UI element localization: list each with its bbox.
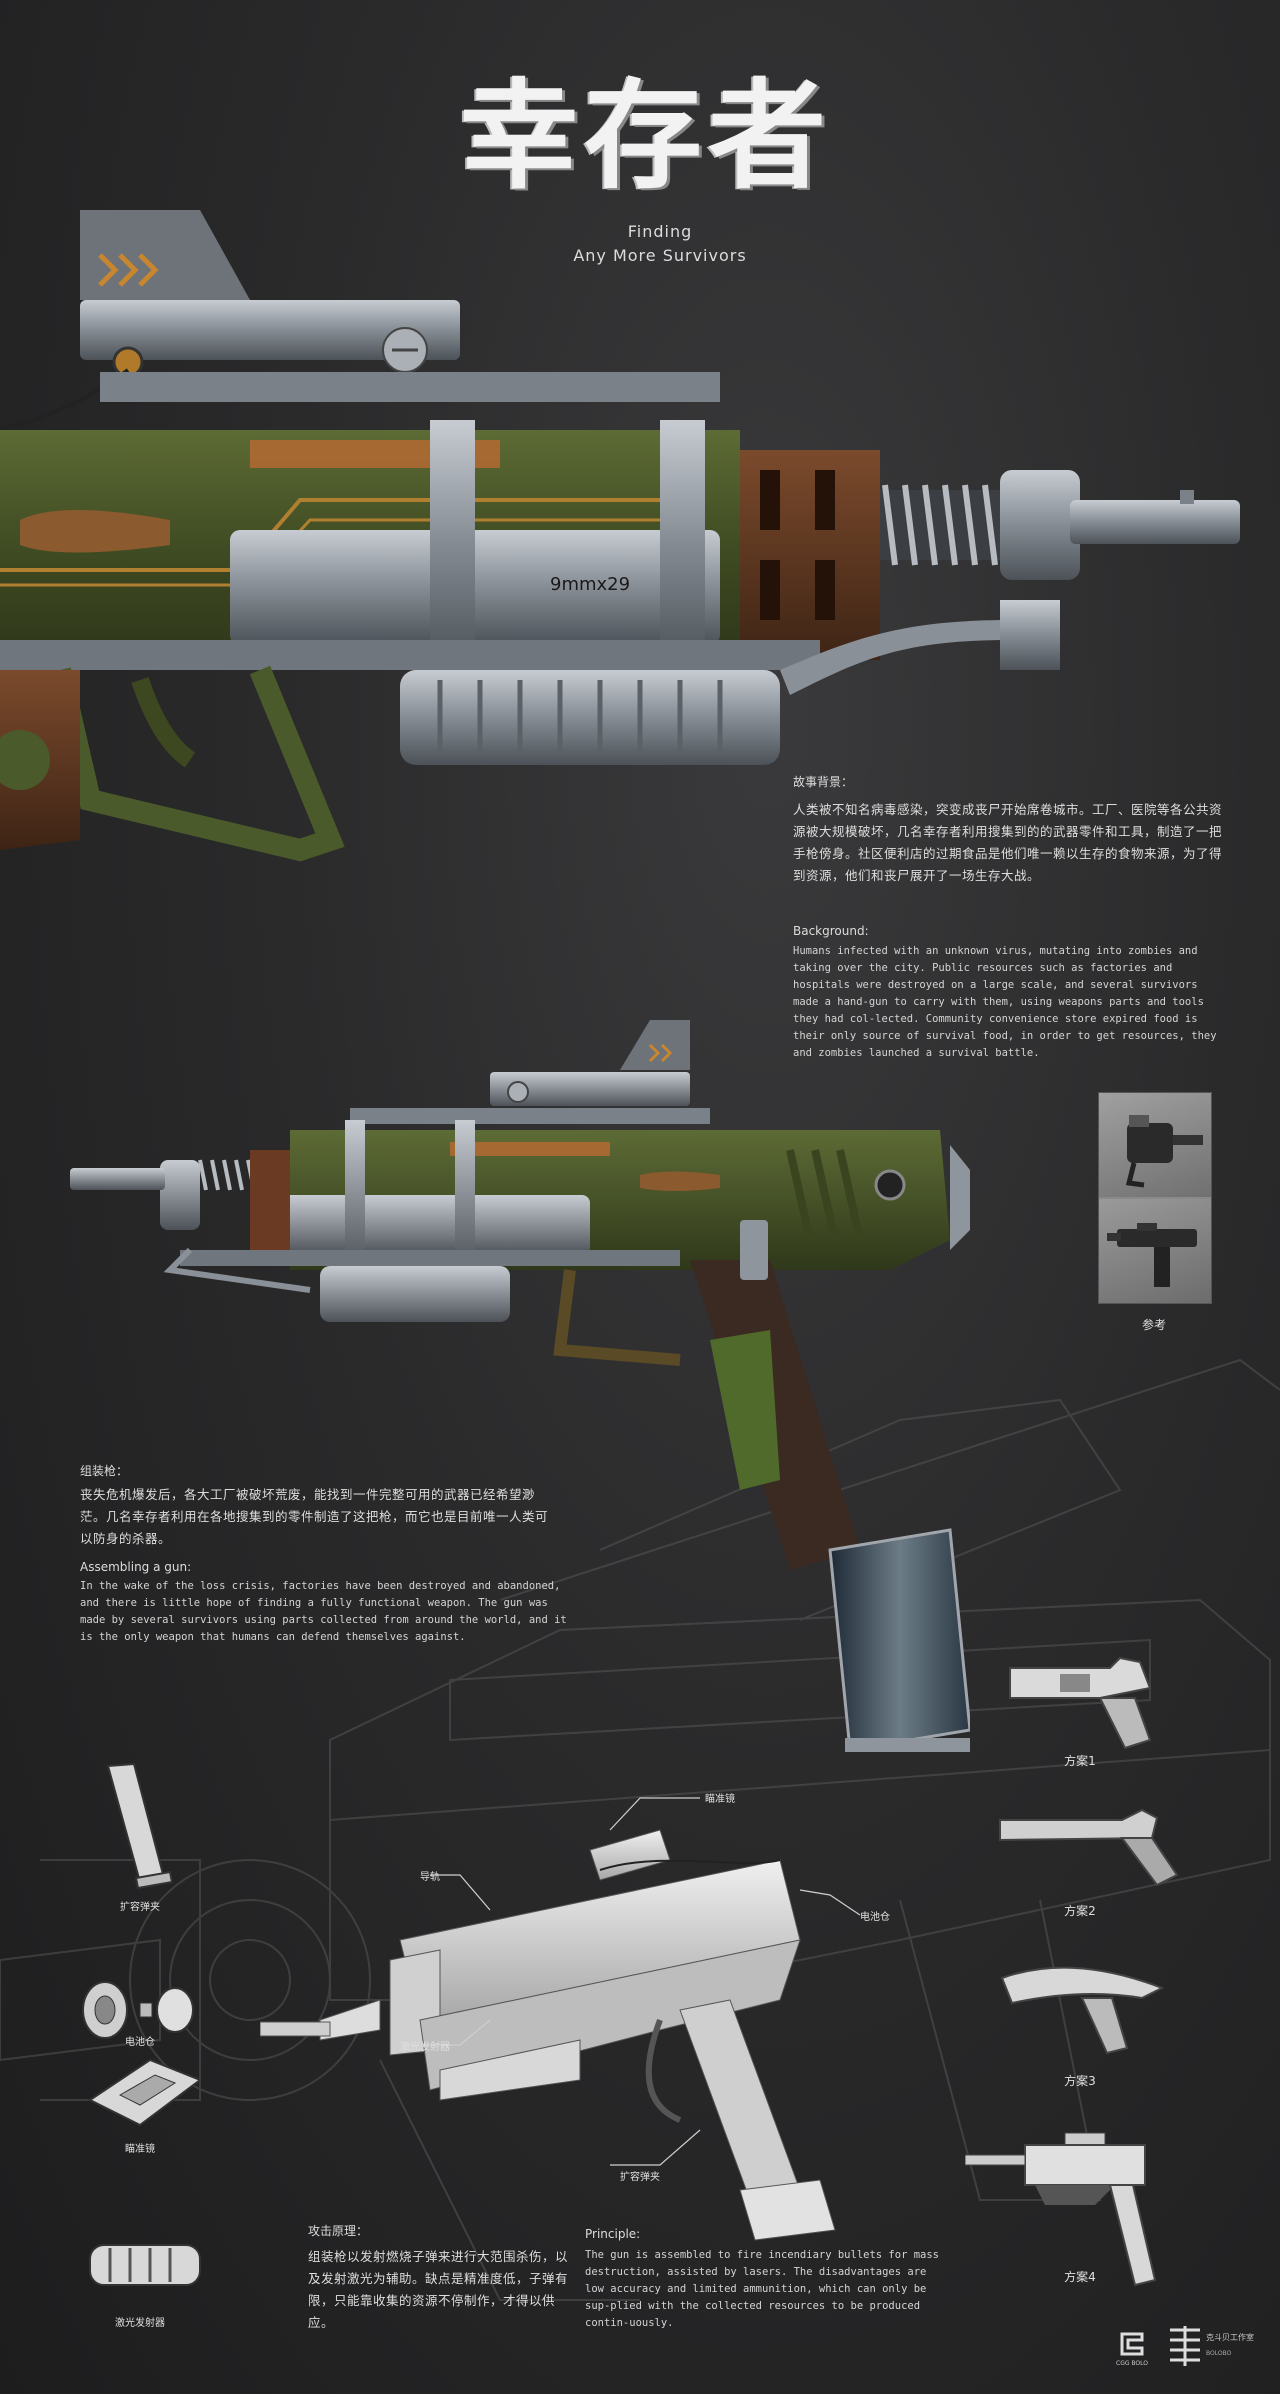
- callout-battery: 电池仓: [860, 1912, 890, 1923]
- scheme-1-label: 方案1: [1064, 1754, 1096, 1768]
- scheme-1-sketch: [1009, 1656, 1152, 1750]
- reference-image-bottom: [1099, 1199, 1211, 1303]
- principle-heading-en: Principle:: [585, 2227, 641, 2241]
- studio-logo-left-icon: [1120, 2332, 1144, 2356]
- background-heading-cn: 故事背景：: [793, 775, 854, 789]
- caliber-marking: 9mmx29: [550, 574, 630, 595]
- background-text-cn: 人类被不知名病毒感染，突变成丧尸开始席卷城市。工厂、医院等各公共资源被大规模破坏…: [793, 802, 1223, 883]
- callout-lines: [400, 1797, 861, 2166]
- grey-model-illustration: [260, 1829, 836, 2241]
- part-scope-sketch: [88, 2058, 203, 2127]
- part-laser-label: 激光发射器: [115, 2318, 165, 2329]
- callout-rail: 导轨: [420, 1872, 440, 1883]
- callout-magazine: 扩容弹夹: [620, 2172, 660, 2183]
- part-scope-label: 瞄准镜: [125, 2144, 155, 2155]
- scheme-2-sketch: [999, 1808, 1179, 1887]
- scheme-4-label: 方案4: [1064, 2270, 1096, 2284]
- scheme-2-label: 方案2: [1064, 1904, 1096, 1918]
- page-title: 幸存者: [460, 66, 833, 205]
- callout-scope: 瞄准镜: [705, 1794, 735, 1805]
- background-heading-en: Background:: [793, 924, 869, 938]
- part-magazine-label: 扩容弹夹: [120, 1902, 160, 1913]
- studio-logo-right-icon: [1170, 2326, 1200, 2366]
- reference-label: 参考: [1141, 1318, 1166, 1332]
- scheme-3-label: 方案3: [1064, 2074, 1096, 2088]
- part-magazine-sketch: [106, 1762, 174, 1890]
- assembling-heading-cn: 组装枪：: [80, 1464, 129, 1478]
- subtitle-line2: Any More Survivors: [573, 246, 747, 265]
- background-text-en: Humans infected with an unknown virus, m…: [793, 945, 1217, 1059]
- studio-logo-left-text: CGG BOLO: [1116, 2360, 1148, 2367]
- assembling-text-en: In the wake of the loss crisis, factorie…: [80, 1580, 567, 1643]
- secondary-gun-illustration: [70, 1020, 970, 1752]
- callout-laser: 激光发射器: [400, 2042, 450, 2053]
- scheme-3-sketch: [1000, 1966, 1165, 2055]
- reference-images: [1098, 1092, 1212, 1304]
- principle-text-en: The gun is assembled to fire incendiary …: [585, 2249, 940, 2329]
- studio-logo-right-cn: 克斗贝工作室: [1206, 2333, 1254, 2342]
- principle-heading-cn: 攻击原理：: [308, 2224, 369, 2238]
- part-laser-sketch: [89, 2244, 201, 2286]
- subtitle-line1: Finding: [627, 222, 693, 241]
- main-gun-illustration: 9mmx29: [0, 210, 1240, 862]
- studio-logo-right-en: BOLOBO: [1206, 2350, 1232, 2357]
- reference-image-top: [1099, 1093, 1211, 1197]
- scheme-4-sketch: [965, 2132, 1157, 2287]
- part-battery-label: 电池仓: [125, 2037, 155, 2048]
- part-battery-sketch: [82, 1981, 194, 2039]
- assembling-heading-en: Assembling a gun:: [80, 1560, 192, 1574]
- principle-text-cn: 组装枪以发射燃烧子弹来进行大范围杀伤，以及发射激光为辅助。缺点是精准度低，子弹有…: [308, 2249, 569, 2330]
- assembling-text-cn: 丧失危机爆发后，各大工厂被破坏荒废，能找到一件完整可用的武器已经希望渺茫。几名幸…: [80, 1487, 549, 1546]
